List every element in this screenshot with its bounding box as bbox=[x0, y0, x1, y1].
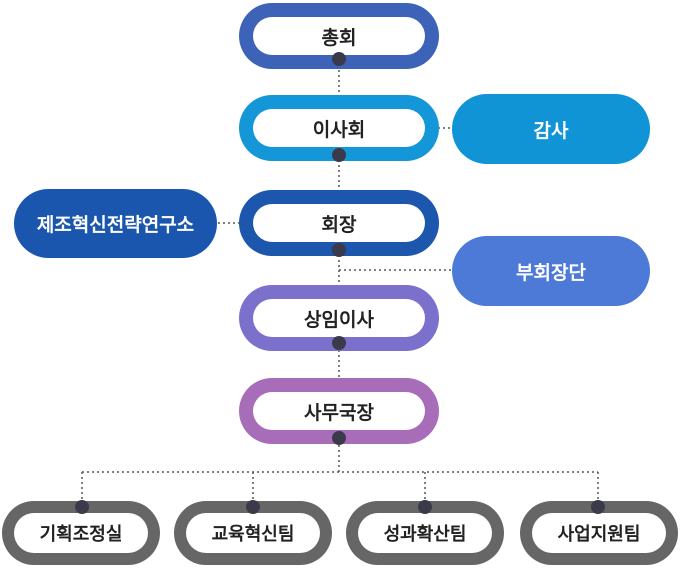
node-assembly-label: 총회 bbox=[253, 17, 425, 55]
dot-team-3 bbox=[418, 500, 432, 514]
node-chairman-label: 회장 bbox=[253, 204, 425, 242]
team-label-4: 사업지원팀 bbox=[532, 513, 666, 553]
team-pill-2: 교육혁신팀 bbox=[174, 501, 332, 565]
node-director-label: 사무국장 bbox=[253, 392, 425, 430]
node-auditor: 감사 bbox=[452, 94, 650, 164]
dot-director bbox=[332, 431, 346, 445]
node-managing-label: 상임이사 bbox=[253, 299, 425, 337]
team-pill-3: 성과확산팀 bbox=[346, 501, 504, 565]
dot-team-4 bbox=[591, 500, 605, 514]
dot-team-1 bbox=[75, 500, 89, 514]
node-board-label: 이사회 bbox=[253, 109, 425, 147]
dot-managing bbox=[332, 336, 346, 350]
node-chairman: 회장 bbox=[239, 190, 439, 256]
node-research: 제조혁신전략연구소 bbox=[14, 189, 217, 258]
node-vice: 부회장단 bbox=[452, 236, 650, 306]
dot-chairman bbox=[332, 243, 346, 257]
team-label-2: 교육혁신팀 bbox=[186, 513, 320, 553]
node-board: 이사회 bbox=[239, 95, 439, 161]
node-assembly: 총회 bbox=[239, 3, 439, 69]
team-label-1: 기획조정실 bbox=[14, 513, 148, 553]
dot-board bbox=[332, 148, 346, 162]
dot-team-2 bbox=[246, 500, 260, 514]
team-label-3: 성과확산팀 bbox=[358, 513, 492, 553]
dot-assembly bbox=[332, 52, 346, 66]
